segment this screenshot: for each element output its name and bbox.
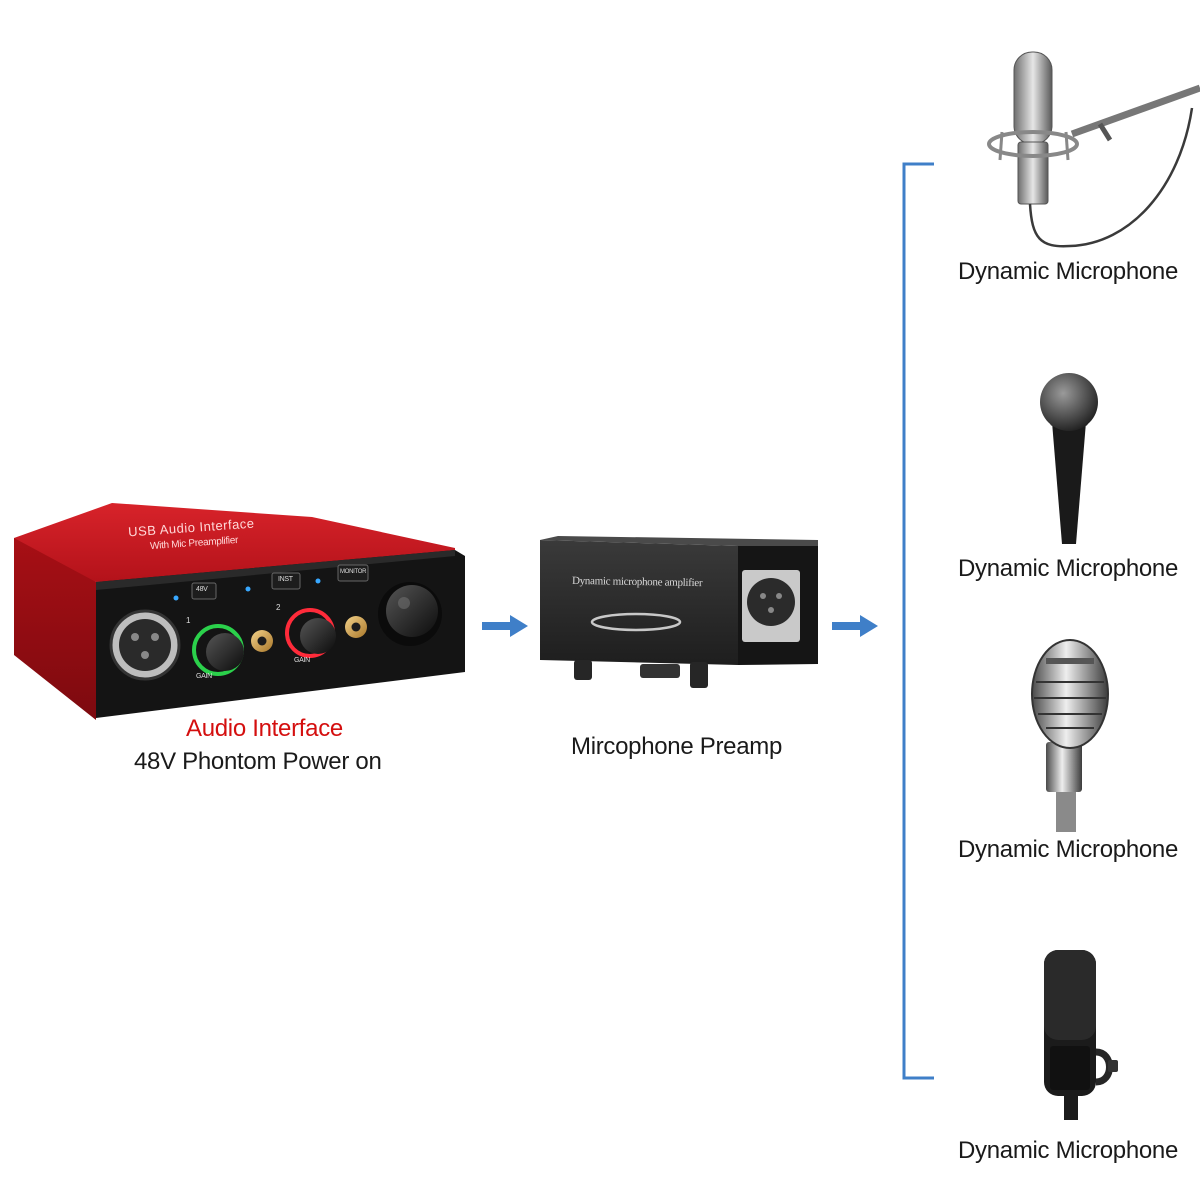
mic-label-2: Dynamic Microphone <box>958 555 1179 582</box>
audio-interface-subtitle: 48V Phontom Power on <box>134 748 382 775</box>
arrow-right-icon <box>832 615 878 637</box>
mic-label-1: Dynamic Microphone <box>958 258 1179 285</box>
arrow-right-icon <box>482 615 528 637</box>
button-48v-label: 48V <box>196 586 208 593</box>
gain-1-label: GAIN <box>196 673 212 680</box>
studio-condenser-mic-icon <box>987 51 1200 248</box>
handheld-mic-icon <box>1040 373 1098 544</box>
gain-2-label: GAIN <box>294 657 310 664</box>
microphone-group-bracket <box>902 162 934 1080</box>
preamp-label: Mircophone Preamp <box>571 733 783 760</box>
audio-interface-title: Audio Interface <box>186 715 343 742</box>
button-monitor-label: MONITOR <box>340 569 367 575</box>
vintage-mic-icon <box>1031 639 1109 832</box>
podcast-mic-icon <box>1044 950 1118 1120</box>
mic-label-4: Dynamic Microphone <box>958 1137 1179 1164</box>
channel-1-label: 1 <box>186 616 191 625</box>
preamp-device-text: Dynamic microphone amplifier <box>571 574 703 590</box>
button-inst-label: INST <box>278 576 293 583</box>
mic-label-3: Dynamic Microphone <box>958 836 1179 863</box>
channel-2-label: 2 <box>276 603 281 612</box>
